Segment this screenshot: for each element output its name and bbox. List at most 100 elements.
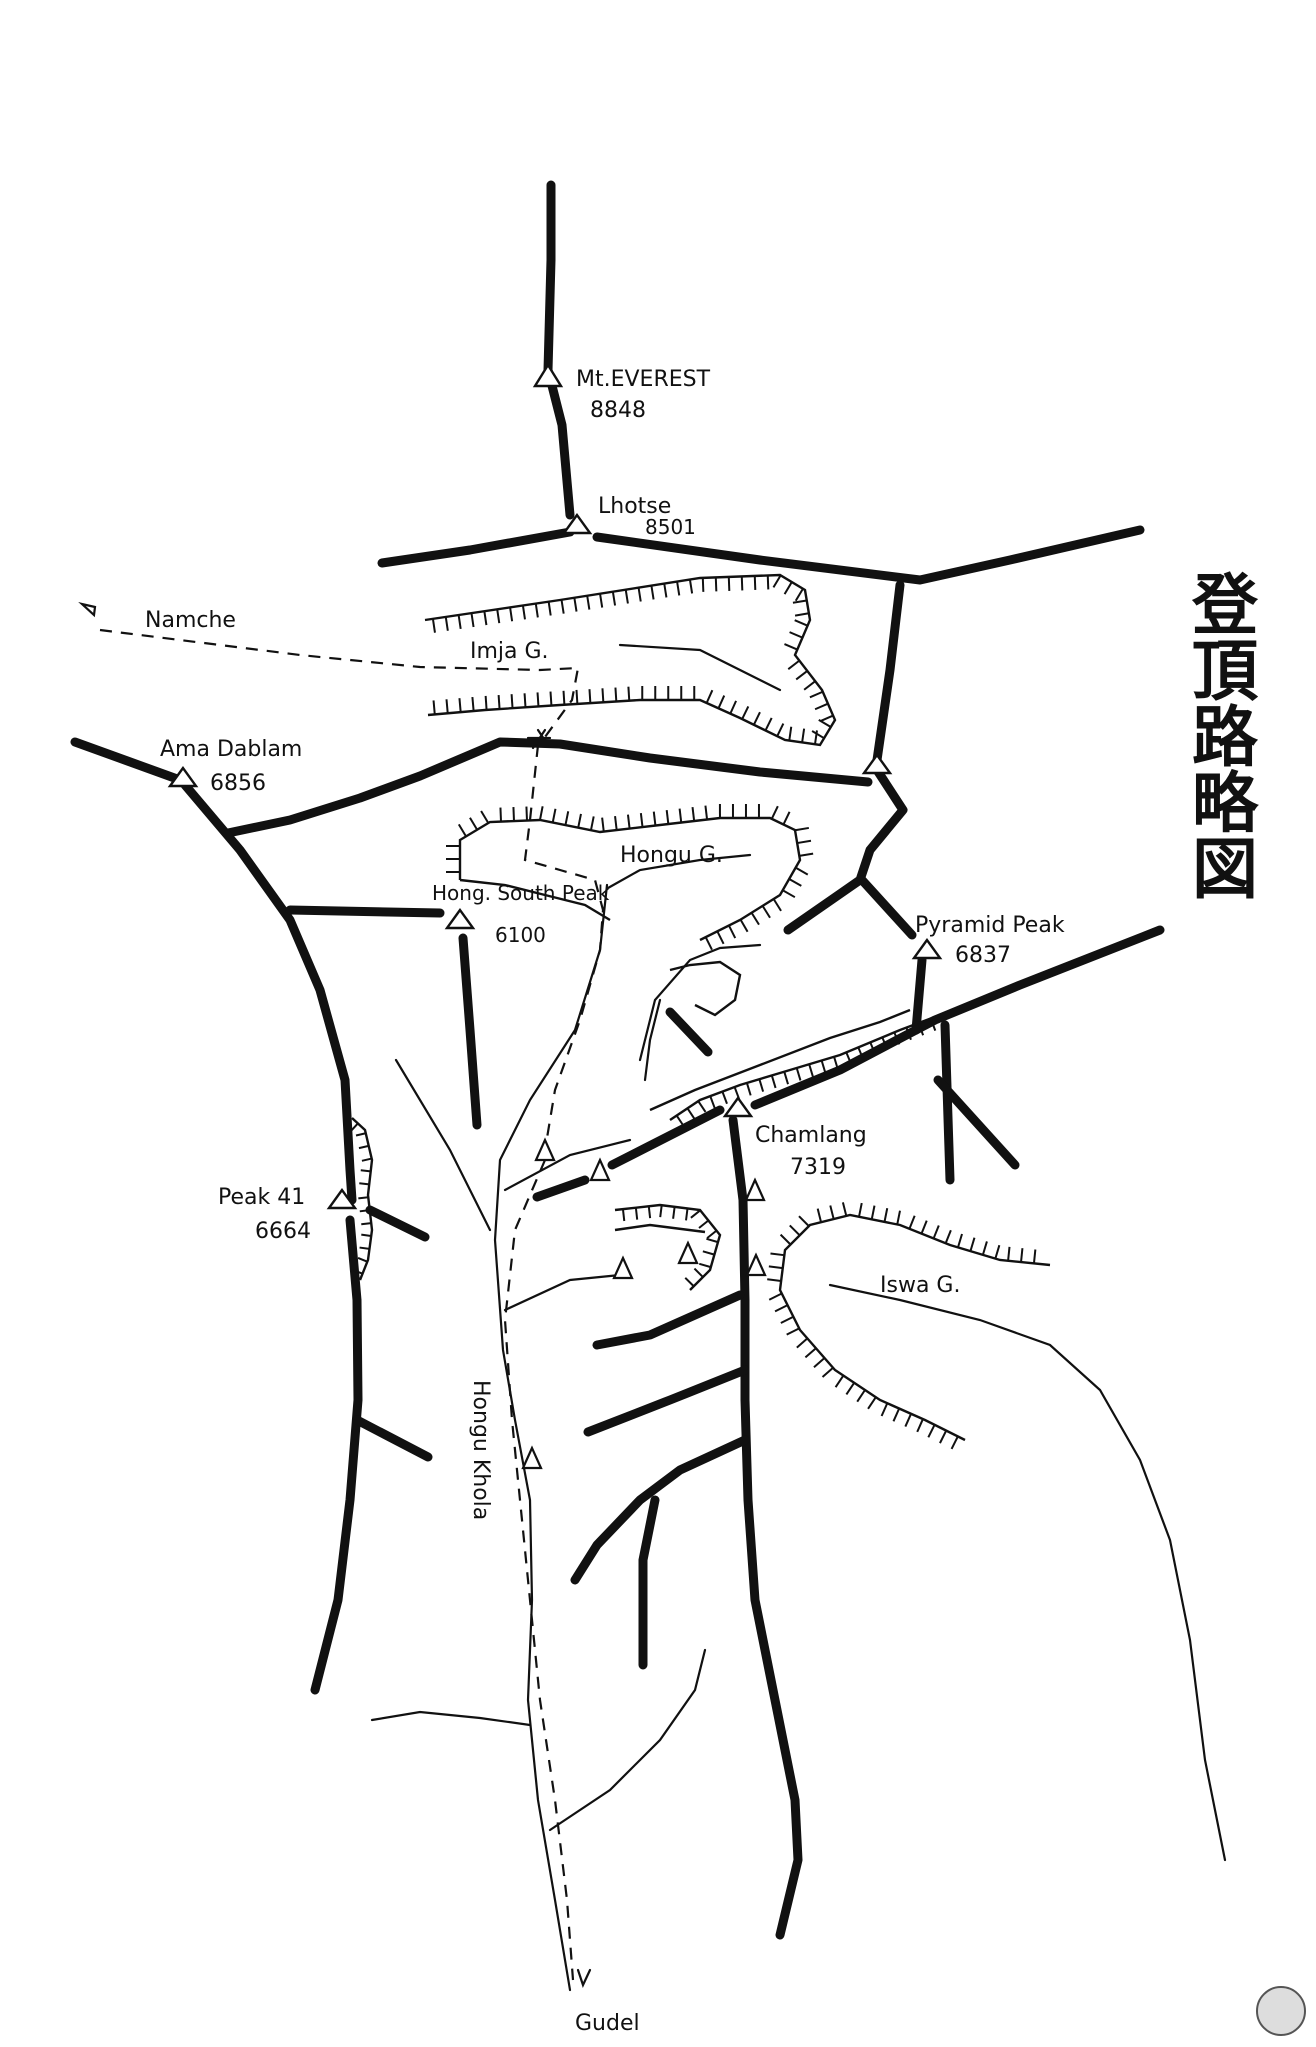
hatch-tick xyxy=(562,690,566,705)
hatch-tick xyxy=(1032,1249,1037,1264)
hongu-icefall xyxy=(669,960,742,1017)
hatch-tick xyxy=(892,1408,901,1422)
hatch-tick xyxy=(704,805,709,820)
south-spur-1 xyxy=(592,1290,745,1350)
hatch-tick xyxy=(801,728,806,743)
hatch-tick xyxy=(1020,1248,1024,1263)
hatch-tick xyxy=(678,808,683,823)
hatch-tick xyxy=(650,585,655,600)
hatch-tick xyxy=(750,912,760,926)
hatch-tick xyxy=(741,706,750,720)
imja-glacier-label: Imja G. xyxy=(470,639,549,664)
hatch-tick xyxy=(809,690,824,699)
hatch-tick xyxy=(816,1208,823,1223)
chamlang-marker xyxy=(722,1095,754,1118)
hatch-tick xyxy=(698,1219,710,1229)
hatch-tick xyxy=(699,1262,712,1269)
camp-4 xyxy=(677,1240,699,1265)
hatch-tick xyxy=(714,577,718,592)
hatch-tick xyxy=(867,1396,877,1410)
hatch-tick xyxy=(950,1435,959,1450)
hatch-tick xyxy=(509,607,514,622)
hongu-glacier-inner xyxy=(459,878,611,922)
hatch-tick xyxy=(538,806,544,821)
hatch-tick xyxy=(799,852,814,857)
lhotse-name: Lhotse xyxy=(598,494,671,519)
hatch-tick xyxy=(534,603,539,618)
hatch-tick xyxy=(779,1233,792,1246)
hatch-tick xyxy=(814,730,818,745)
hatch-tick xyxy=(614,816,618,831)
camp-6 xyxy=(745,1252,767,1277)
hatch-tick xyxy=(614,687,618,702)
pyramid-spur xyxy=(857,875,917,940)
hatch-tick xyxy=(444,616,449,631)
hatch-tick xyxy=(856,1389,866,1403)
hatch-tick xyxy=(693,1267,704,1278)
hatch-tick xyxy=(521,605,526,620)
branch-stream-5 xyxy=(638,943,762,1062)
hatch-tick xyxy=(716,930,725,945)
hatch-tick xyxy=(795,866,809,876)
hatch-tick xyxy=(355,1132,366,1137)
short-ridge xyxy=(665,1007,713,1057)
pyramid-marker xyxy=(911,937,943,960)
hatch-tick xyxy=(753,575,757,590)
hatch-tick xyxy=(1007,1246,1011,1261)
hatch-tick xyxy=(588,689,592,704)
hatch-tick xyxy=(869,1041,877,1055)
hatch-tick xyxy=(858,1202,863,1217)
camp-2 xyxy=(589,1157,611,1182)
west-ridge xyxy=(180,780,357,1205)
hatch-tick xyxy=(637,587,642,602)
ama-spur xyxy=(285,905,445,918)
route-namche xyxy=(99,628,580,738)
hatch-tick xyxy=(357,1257,368,1263)
south-spur-4 xyxy=(638,1495,660,1670)
hatch-tick xyxy=(663,583,668,598)
hatch-tick xyxy=(690,1209,701,1219)
camp-river xyxy=(521,1445,543,1470)
hatch-tick xyxy=(774,1304,789,1313)
hatch-tick xyxy=(359,1182,370,1186)
hatch-tick xyxy=(701,577,705,592)
hatch-tick xyxy=(659,1205,663,1218)
hatch-tick xyxy=(599,593,604,608)
namche-label: Namche xyxy=(145,608,236,633)
hongu-glacier-outline xyxy=(458,816,802,942)
hatch-tick xyxy=(789,631,803,639)
hatch-tick xyxy=(470,612,475,628)
camp-5 xyxy=(744,1177,766,1202)
hatch-tick xyxy=(786,1327,800,1336)
hatch-tick xyxy=(905,1027,912,1041)
hatch-tick xyxy=(782,811,791,825)
stamp-seal xyxy=(1256,1986,1306,2036)
hatch-tick xyxy=(445,699,449,714)
route-arrow-namche xyxy=(78,601,97,618)
hatch-tick xyxy=(818,718,832,728)
hatch-tick xyxy=(881,1036,889,1050)
hongu-khola xyxy=(493,883,609,1992)
hatch-tick xyxy=(551,808,557,823)
hatch-tick xyxy=(794,612,810,617)
branch-stream-2 xyxy=(503,1273,622,1312)
hatch-tick xyxy=(904,1413,912,1427)
branch-stream-3 xyxy=(503,1138,632,1192)
hatch-tick xyxy=(564,811,570,826)
hatch-tick xyxy=(780,1315,794,1324)
hatch-tick xyxy=(845,1382,856,1395)
hatch-tick xyxy=(484,695,488,710)
everest-marker xyxy=(532,362,564,388)
peak41-marker xyxy=(326,1187,358,1210)
hatch-tick xyxy=(789,1224,801,1237)
hatch-tick xyxy=(794,588,804,602)
camp-3 xyxy=(612,1255,634,1280)
approach-route xyxy=(78,601,605,1988)
chamlang-elevation: 7319 xyxy=(790,1155,846,1180)
hatch-tick xyxy=(469,817,479,831)
hatch-tick xyxy=(813,1357,826,1368)
hatch-tick xyxy=(480,810,490,824)
hatch-tick xyxy=(639,813,644,828)
hatch-tick xyxy=(908,1215,916,1230)
hatch-tick xyxy=(796,1337,809,1349)
